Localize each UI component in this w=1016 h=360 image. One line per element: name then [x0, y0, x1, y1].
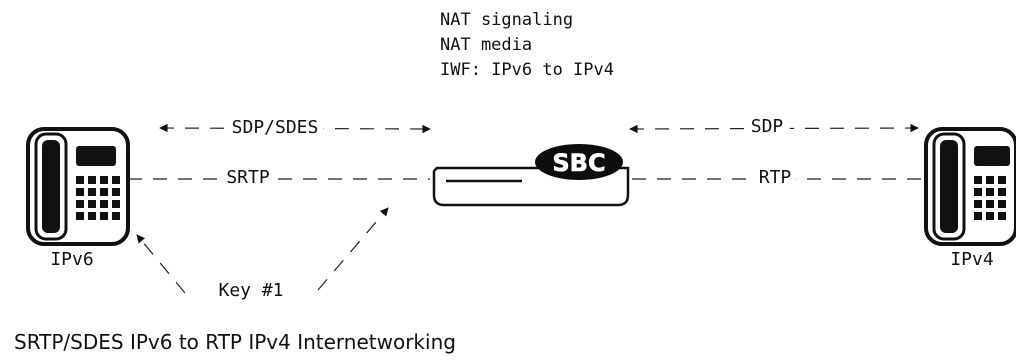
right-phone-icon	[924, 127, 1016, 246]
key-exchange-line-left	[136, 234, 186, 294]
left-phone-icon	[26, 127, 130, 246]
key-exchange-label: Key #1	[212, 280, 290, 301]
right-media-label: RTP	[754, 167, 796, 188]
left-phone-label: IPv6	[50, 249, 94, 270]
sbc-device: SBC	[432, 144, 630, 207]
key-exchange-line-right	[317, 207, 389, 291]
sbc-notes: NAT signaling NAT media IWF: IPv6 to IPv…	[440, 8, 614, 83]
right-phone-label: IPv4	[950, 249, 994, 270]
sbc-note: IWF: IPv6 to IPv4	[440, 60, 614, 80]
sbc-label: SBC	[552, 149, 605, 177]
right-signaling-label: SDP	[744, 116, 790, 137]
sbc-note: NAT signaling	[440, 10, 574, 30]
left-signaling-label: SDP/SDES	[226, 117, 324, 138]
sbc-note: NAT media	[440, 35, 533, 55]
diagram-caption: SRTP/SDES IPv6 to RTP IPv4 Internetworki…	[14, 330, 456, 354]
left-media-label: SRTP	[222, 167, 274, 188]
